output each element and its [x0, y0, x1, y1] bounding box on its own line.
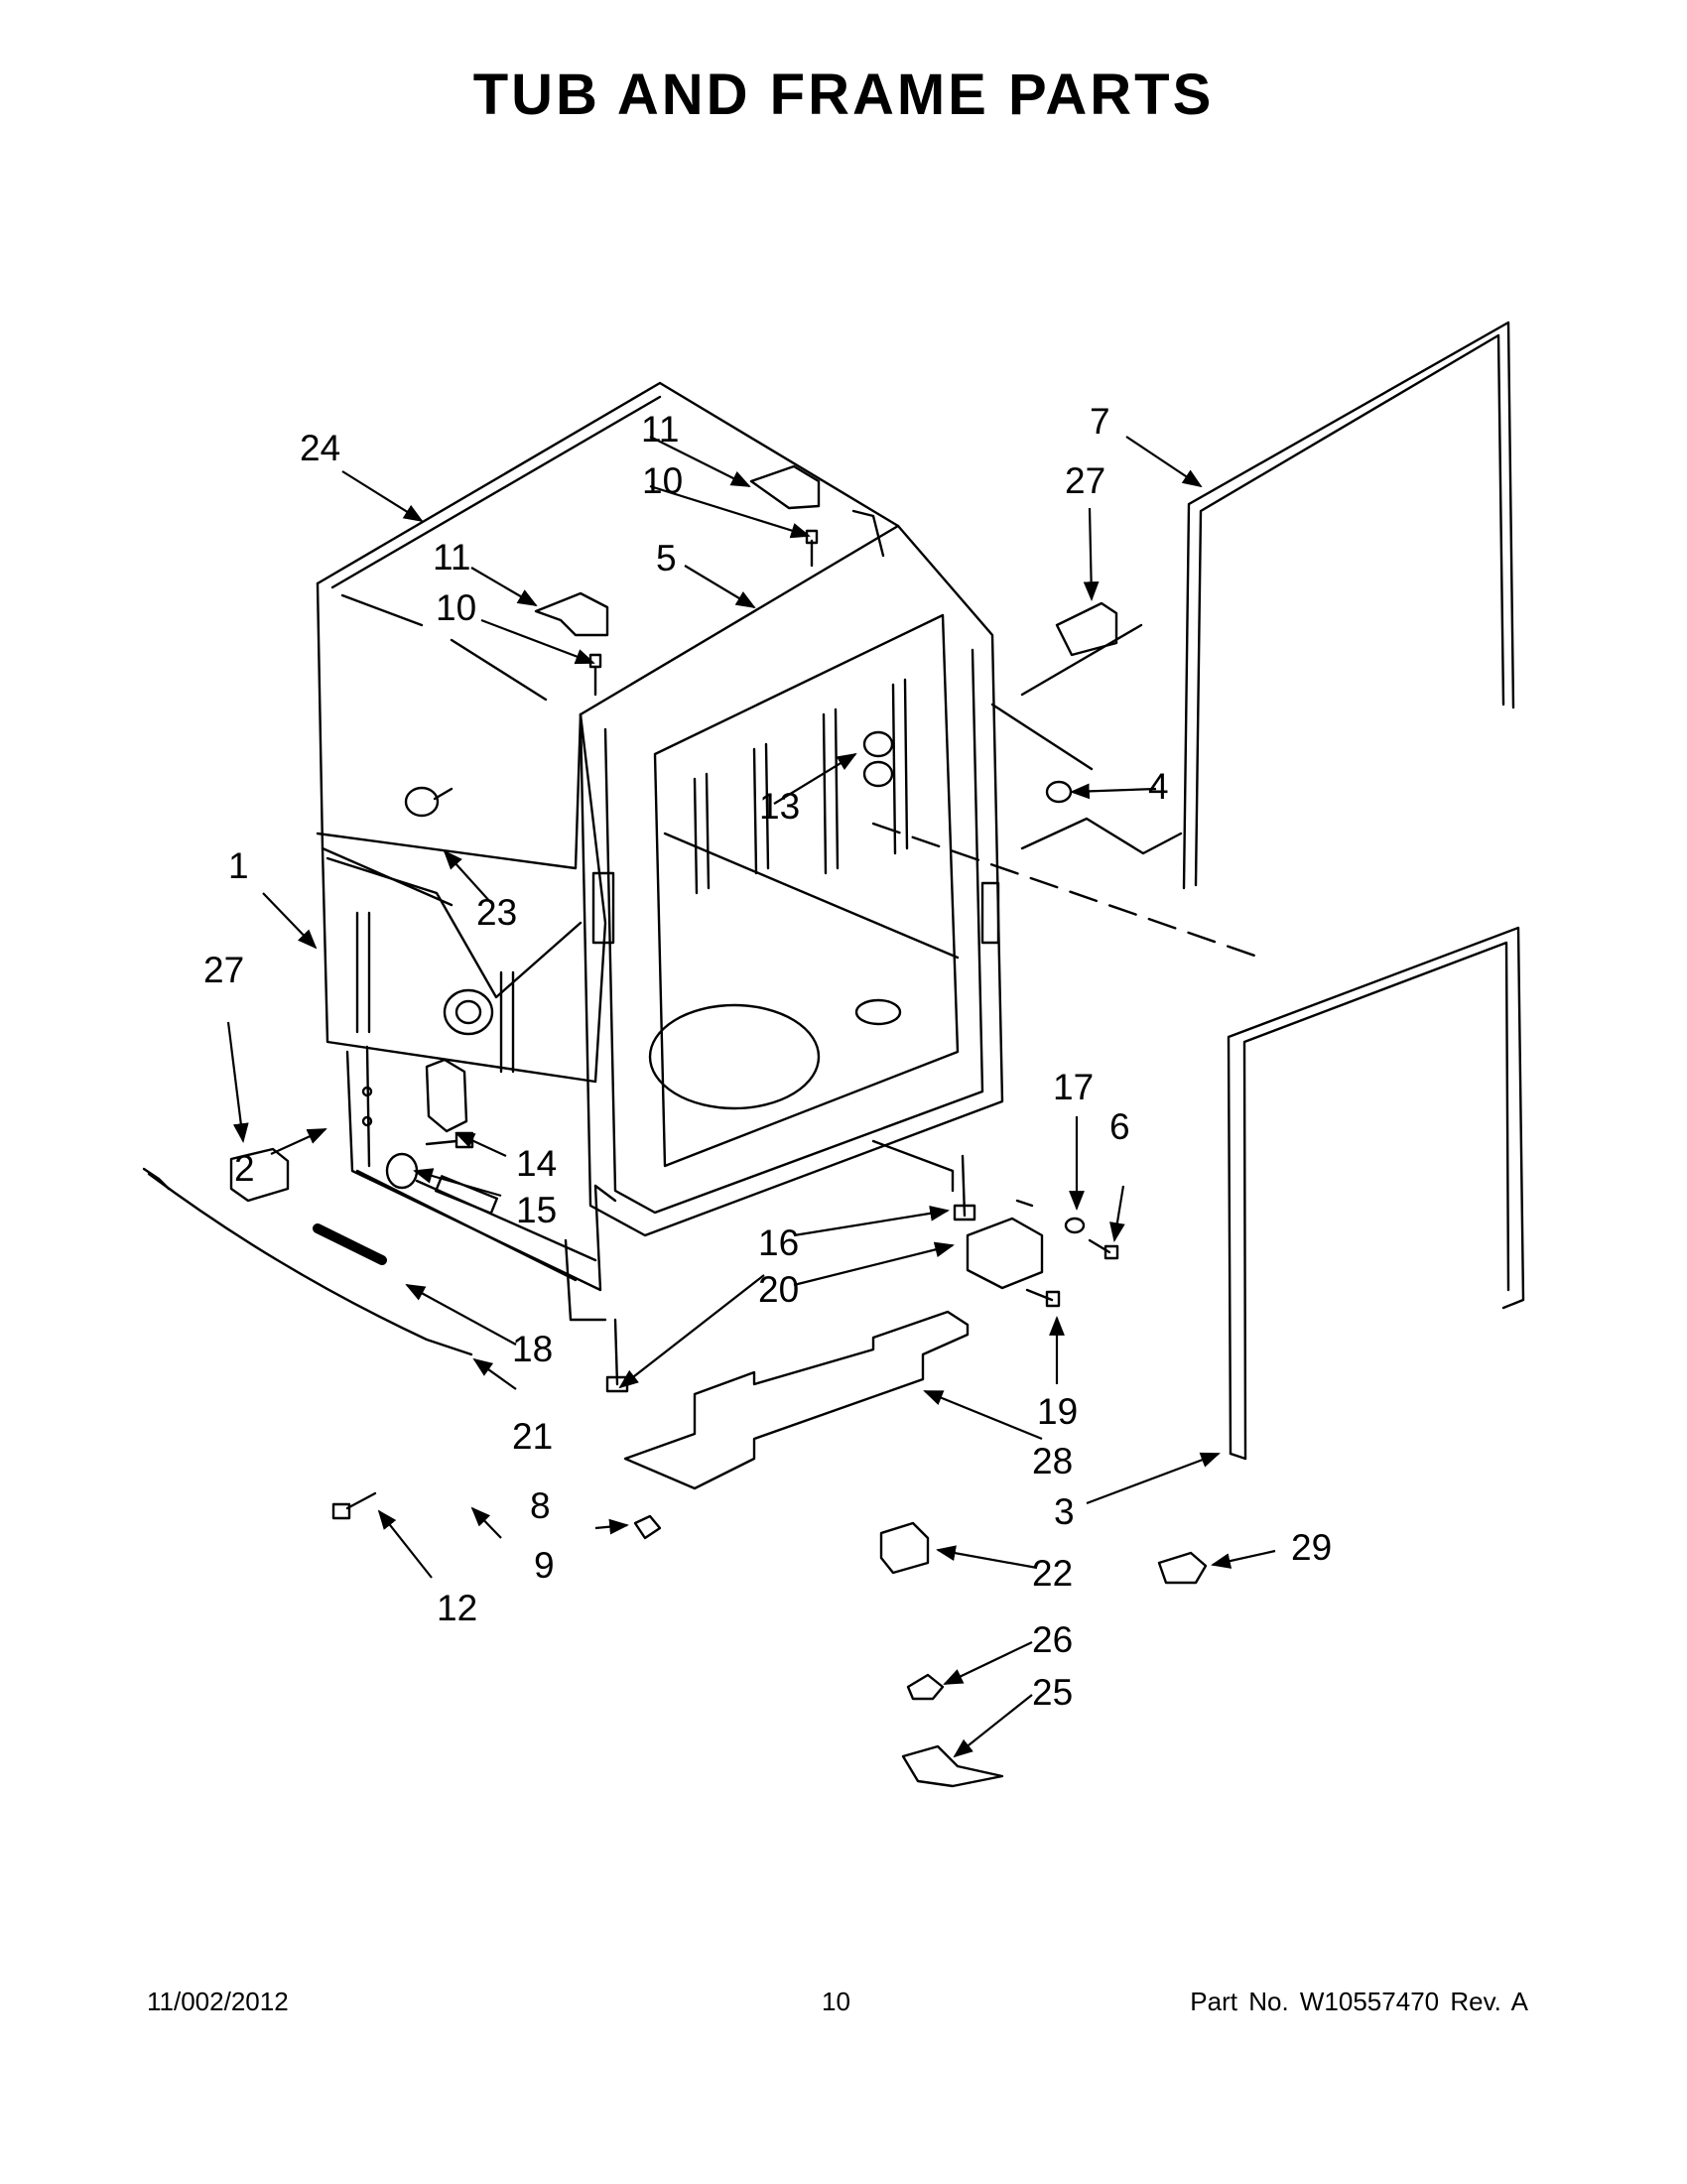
footer-date: 11/002/2012 [147, 1987, 289, 2016]
tub-plug [1045, 780, 1073, 804]
callout-13: 13 [759, 786, 800, 827]
callout-23: 23 [476, 892, 517, 933]
footer-page-number: 10 [822, 1987, 850, 2016]
callout-26: 26 [1032, 1619, 1073, 1660]
callout-24: 24 [300, 428, 340, 468]
callout-16: 16 [758, 1222, 799, 1263]
door-bumper [404, 786, 454, 818]
leveling-leg-front [953, 1154, 976, 1221]
footer-part-number: Part No. W10557470 Rev. A [1190, 1987, 1528, 2016]
callout-6: 6 [1109, 1106, 1130, 1147]
leveling-leg-screw [425, 1131, 474, 1149]
callout-1: 1 [228, 845, 249, 886]
callout-11-right: 11 [641, 409, 679, 450]
hinge-bracket-left [534, 591, 609, 637]
lower-door-gasket [1227, 926, 1525, 1461]
callout-7: 7 [1090, 401, 1110, 442]
callout-27-right: 27 [1065, 460, 1105, 501]
leveling-leg-rear [605, 1318, 629, 1393]
bracket-screw [1088, 1238, 1119, 1260]
bracket-screw-lower [1025, 1288, 1061, 1308]
washer [1064, 1217, 1086, 1234]
strike-knob [906, 1673, 945, 1701]
door-spring [313, 1223, 387, 1265]
callout-14: 14 [516, 1143, 557, 1184]
callout-11-left: 11 [433, 537, 470, 578]
corner-block-right [1055, 601, 1118, 657]
toe-panel-plate [623, 1310, 970, 1490]
leveler-bumper [633, 1514, 662, 1540]
callout-29: 29 [1291, 1527, 1332, 1568]
callout-9: 9 [534, 1545, 555, 1586]
callout-5: 5 [656, 538, 677, 578]
hinge-bracket-right [749, 464, 821, 510]
corner-block-left [229, 1147, 290, 1203]
base-frame [345, 1045, 955, 1322]
tub-assembly [316, 381, 1004, 1237]
callout-20: 20 [758, 1269, 799, 1310]
clip [879, 1521, 930, 1575]
page-title: TUB AND FRAME PARTS [472, 63, 1215, 127]
callout-10-right: 10 [642, 460, 683, 501]
clip-bracket [425, 1058, 468, 1133]
upper-door-gasket [1182, 321, 1515, 890]
callout-8: 8 [530, 1485, 551, 1526]
door-cable [147, 1172, 473, 1356]
callout-18: 18 [512, 1329, 553, 1369]
callout-17: 17 [1053, 1067, 1094, 1107]
callout-10-left: 10 [436, 587, 476, 628]
callout-3: 3 [1054, 1491, 1075, 1532]
hinge-screw-left [588, 653, 602, 697]
grommet [385, 1152, 419, 1190]
callout-25: 25 [1032, 1672, 1073, 1713]
mounting-bracket [966, 1217, 1044, 1290]
callout-12: 12 [437, 1588, 477, 1628]
callout-2: 2 [234, 1148, 255, 1189]
latch-clip [1157, 1551, 1208, 1585]
callout-15: 15 [516, 1190, 557, 1230]
callout-4: 4 [1148, 766, 1169, 807]
callout-19: 19 [1037, 1391, 1078, 1432]
upper-spray-seals [862, 730, 894, 788]
callout-21: 21 [512, 1416, 553, 1457]
callout-28: 28 [1032, 1441, 1073, 1481]
bolt [331, 1491, 377, 1520]
strike-bracket [901, 1744, 1004, 1788]
callout-27-left: 27 [203, 950, 244, 990]
callout-22: 22 [1032, 1553, 1073, 1594]
